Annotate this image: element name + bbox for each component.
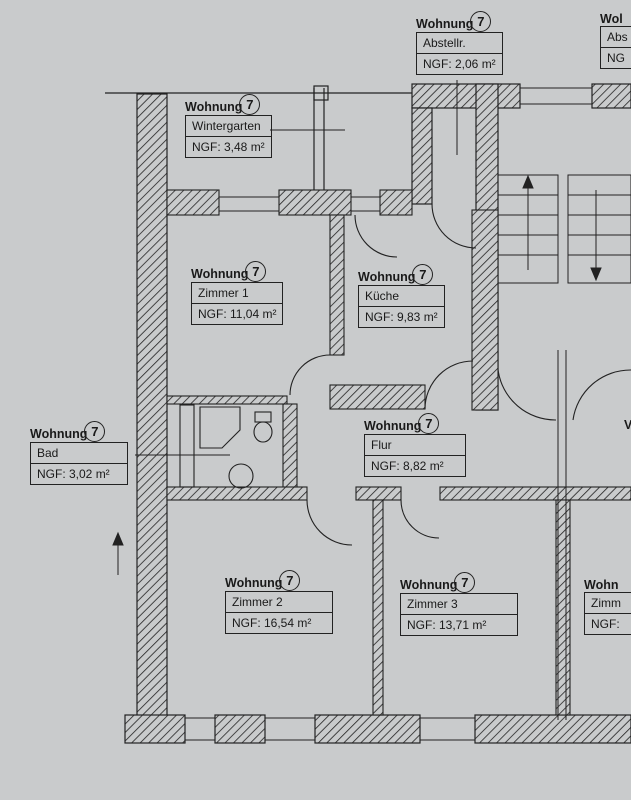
wall-kitchen-top [379,189,413,216]
room-area: NGF: [585,613,631,634]
bathroom-fixtures [179,404,273,489]
wall-bottom-3 [474,714,631,744]
room-name: Flur [371,438,392,452]
wintergarten-outline [105,85,412,190]
label-heading: V [624,418,631,432]
label-heading: Wohnung [191,266,249,281]
room-name: Zimmer 2 [232,595,283,609]
wall-zimmer1-top-right [278,189,352,216]
room-name: Zimmer 1 [198,286,249,300]
door-swings [289,203,631,546]
room-name: Abstellr. [423,36,466,50]
wall-bottom-1 [214,714,266,744]
label-heading: Wohnung [225,575,283,590]
windows [184,87,593,741]
room-area: NGF: 3,02 m² [31,463,127,484]
apartment-number-circle: 7 [418,413,440,434]
annotation-lines [112,80,458,575]
wall-left-outer [136,93,168,743]
wall-bottom-left [124,714,186,744]
apartment-number-circle: 7 [84,421,106,442]
wall-corridor-bottom-right [439,486,631,501]
room-area: NGF: 16,54 m² [226,612,332,633]
label-heading: Wol [600,12,623,26]
wall-bottom-2 [314,714,421,744]
apartment-number-circle: 7 [239,94,261,115]
wall-top-stair-right [591,83,631,109]
label-heading: Wohnung [185,99,243,114]
apartment-number-circle: 7 [412,264,434,285]
room-name: Zimm [591,596,621,610]
room-area: NG [601,47,631,68]
wall-bath-bottom [166,486,308,501]
exterior-walls [124,83,631,744]
wall-zimmer1-top-left [166,189,220,216]
label-heading: Wohnung [364,418,422,433]
room-area: NGF: 11,04 m² [192,303,283,324]
wall-shaft [411,107,433,205]
label-heading: Wohnung [30,426,88,441]
room-area: NGF: 9,83 m² [359,306,444,327]
room-area: NGF: 8,82 m² [365,455,465,476]
label-cropped-right-mid: V [624,418,631,432]
apartment-number-circle: 7 [279,570,301,591]
room-name: Küche [365,289,400,303]
label-heading: Wohnung [400,577,458,592]
wall-bath-top [166,395,288,405]
room-area: NGF: 3,48 m² [186,136,271,157]
label-heading: Wohn [584,578,619,592]
wall-zimmer1-right [329,214,345,356]
wall-room-divider [372,499,384,716]
wall-kitchen-right [471,209,499,411]
room-name: Zimmer 3 [407,597,458,611]
wall-top-stair-left [411,83,521,109]
room-area: NGF: 13,71 m² [401,614,517,635]
staircase [497,174,631,720]
room-name: Abs [607,30,628,44]
apartment-number-circle: 7 [470,11,492,32]
wall-bath-right [282,403,298,495]
label-heading: Wohnung [358,269,416,284]
wall-corridor-bottom-mid [355,486,402,501]
room-area: NGF: 2,06 m² [417,53,502,74]
room-name: Bad [37,446,59,460]
apartment-number-circle: 7 [245,261,267,282]
apartment-number-circle: 7 [454,572,476,593]
label-heading: Wohnung [416,16,474,31]
room-name: Wintergarten [192,119,261,133]
wall-kitchen-bottom [329,384,426,410]
